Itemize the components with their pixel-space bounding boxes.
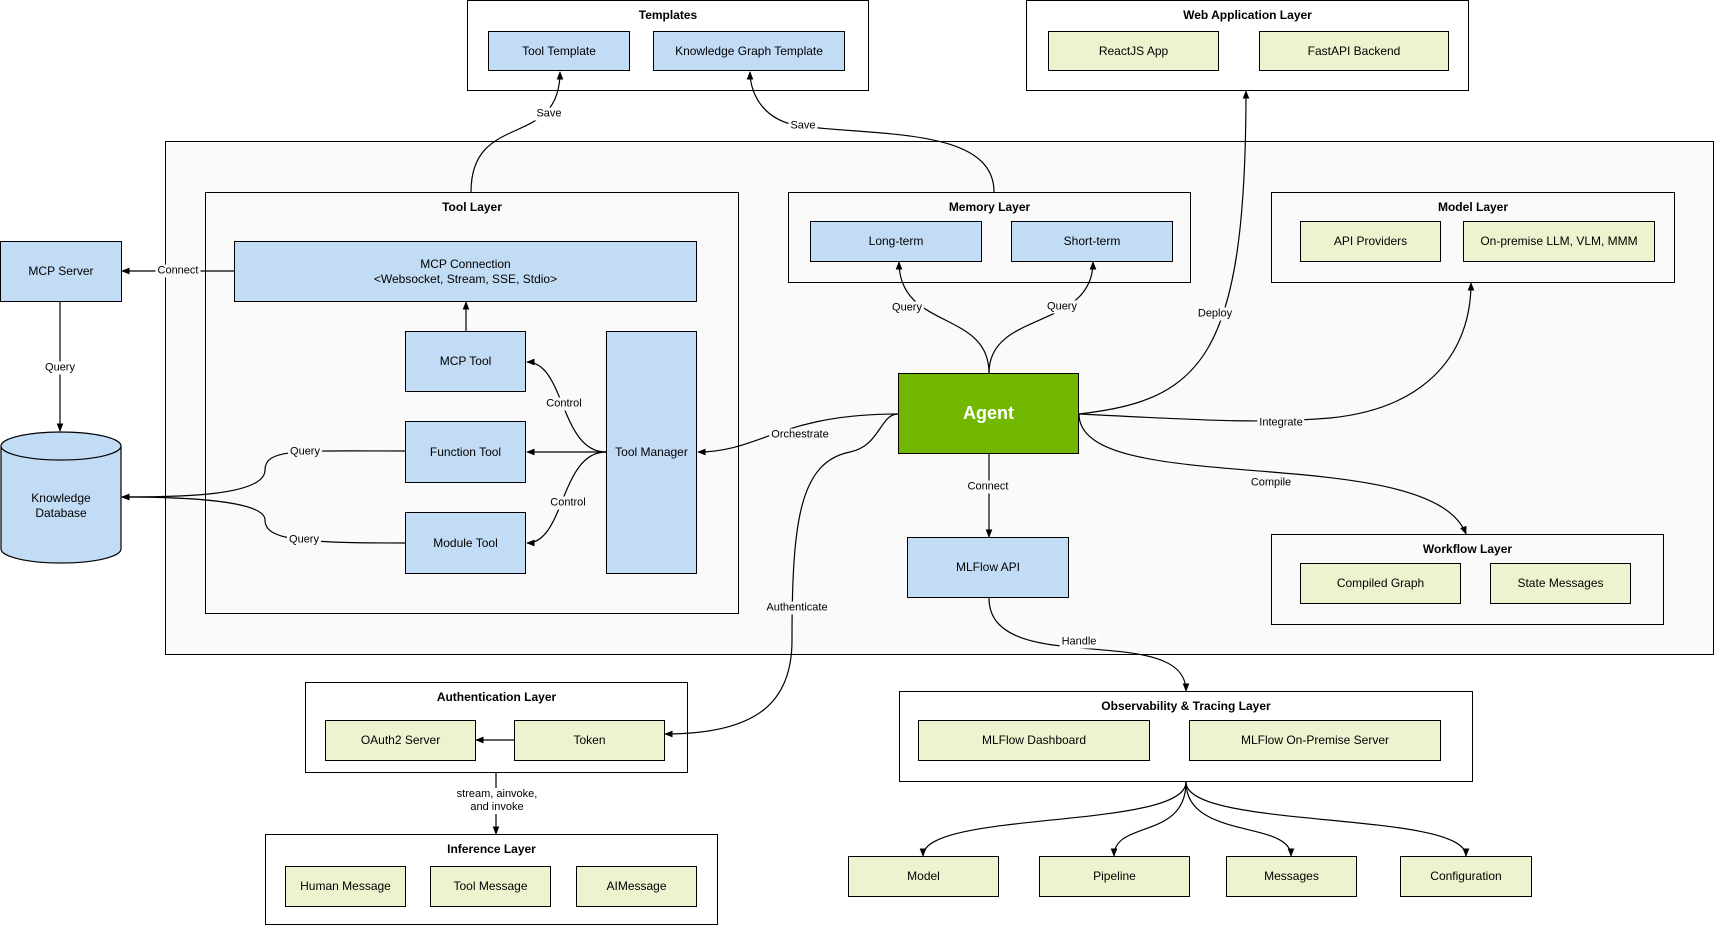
edge-label-save-kg: Save: [788, 119, 818, 133]
kg-template-node: Knowledge Graph Template: [653, 31, 845, 71]
api-providers-node: API Providers: [1300, 221, 1441, 262]
observability-layer-title: Observability & Tracing Layer: [1101, 699, 1271, 713]
auth-layer-title: Authentication Layer: [436, 690, 557, 704]
edge-label-query-short: Query: [1045, 300, 1079, 314]
token-node: Token: [514, 720, 665, 761]
mlflow-onprem-node: MLFlow On-Premise Server: [1189, 720, 1441, 761]
edge-obs-model: [919, 781, 1187, 857]
edge-label-query-mcp-db: Query: [43, 361, 77, 375]
edge-label-control-module: Control: [548, 496, 588, 510]
mlflow-api-node: MLFlow API: [907, 537, 1069, 598]
configuration-node: Configuration: [1400, 856, 1532, 897]
memory-layer-title: Memory Layer: [948, 200, 1031, 214]
mcp-server-node: MCP Server: [0, 241, 122, 302]
edge-label-save-tool: Save: [534, 107, 564, 121]
edge-label-integrate: Integrate: [1257, 416, 1305, 430]
edge-label-connect-mlflow: Connect: [965, 480, 1011, 494]
edge-obs-configuration: [1185, 781, 1470, 857]
edge-label-deploy: Deploy: [1195, 307, 1235, 321]
model-node: Model: [848, 856, 999, 897]
edge-obs-messages: [1185, 781, 1295, 857]
edge-label-query-function: Query: [288, 445, 322, 459]
edge-label-query-module: Query: [287, 533, 321, 547]
workflow-layer-title: Workflow Layer: [1422, 542, 1513, 556]
mcp-connection-node: MCP Connection <Websocket, Stream, SSE, …: [234, 241, 697, 302]
database-cylinder-icon: [0, 431, 122, 564]
inference-layer-title: Inference Layer: [447, 842, 536, 856]
pipeline-node: Pipeline: [1039, 856, 1190, 897]
reactjs-app-node: ReactJS App: [1048, 31, 1219, 71]
module-tool-node: Module Tool: [405, 512, 526, 574]
edge-label-control-mcp: Control: [544, 397, 584, 411]
short-term-node: Short-term: [1011, 221, 1173, 262]
mcp-tool-node: MCP Tool: [405, 331, 526, 392]
edge-label-compile: Compile: [1248, 476, 1294, 490]
edge-label-stream-invoke: stream, ainvoke, and invoke: [454, 788, 540, 814]
web-app-title: Web Application Layer: [1183, 8, 1312, 22]
edge-label-authenticate: Authenticate: [764, 601, 830, 615]
templates-title: Templates: [638, 8, 698, 22]
edge-label-orchestrate: Orchestrate: [769, 428, 831, 442]
state-messages-node: State Messages: [1490, 563, 1631, 604]
oauth2-server-node: OAuth2 Server: [325, 720, 476, 761]
compiled-graph-node: Compiled Graph: [1300, 563, 1461, 604]
fastapi-backend-node: FastAPI Backend: [1259, 31, 1449, 71]
messages-node: Messages: [1226, 856, 1357, 897]
edge-obs-pipeline: [1110, 781, 1187, 857]
edge-label-connect-mcp: Connect: [155, 264, 201, 278]
knowledge-database: Knowledge Database: [0, 431, 122, 564]
agent-node: Agent: [898, 373, 1079, 454]
onprem-llm-node: On-premise LLM, VLM, MMM: [1463, 221, 1655, 262]
function-tool-node: Function Tool: [405, 421, 526, 483]
knowledge-database-label: Knowledge Database: [31, 491, 91, 520]
tool-layer-title: Tool Layer: [442, 200, 502, 214]
human-message-node: Human Message: [285, 866, 406, 907]
tool-template-node: Tool Template: [488, 31, 630, 71]
edge-label-handle: Handle: [1059, 635, 1099, 649]
ai-message-node: AIMessage: [576, 866, 697, 907]
edge-label-query-long: Query: [890, 301, 924, 315]
mlflow-dashboard-node: MLFlow Dashboard: [918, 720, 1150, 761]
tool-manager-node: Tool Manager: [606, 331, 697, 574]
long-term-node: Long-term: [810, 221, 982, 262]
tool-message-node: Tool Message: [430, 866, 551, 907]
model-layer-title: Model Layer: [1437, 200, 1509, 214]
